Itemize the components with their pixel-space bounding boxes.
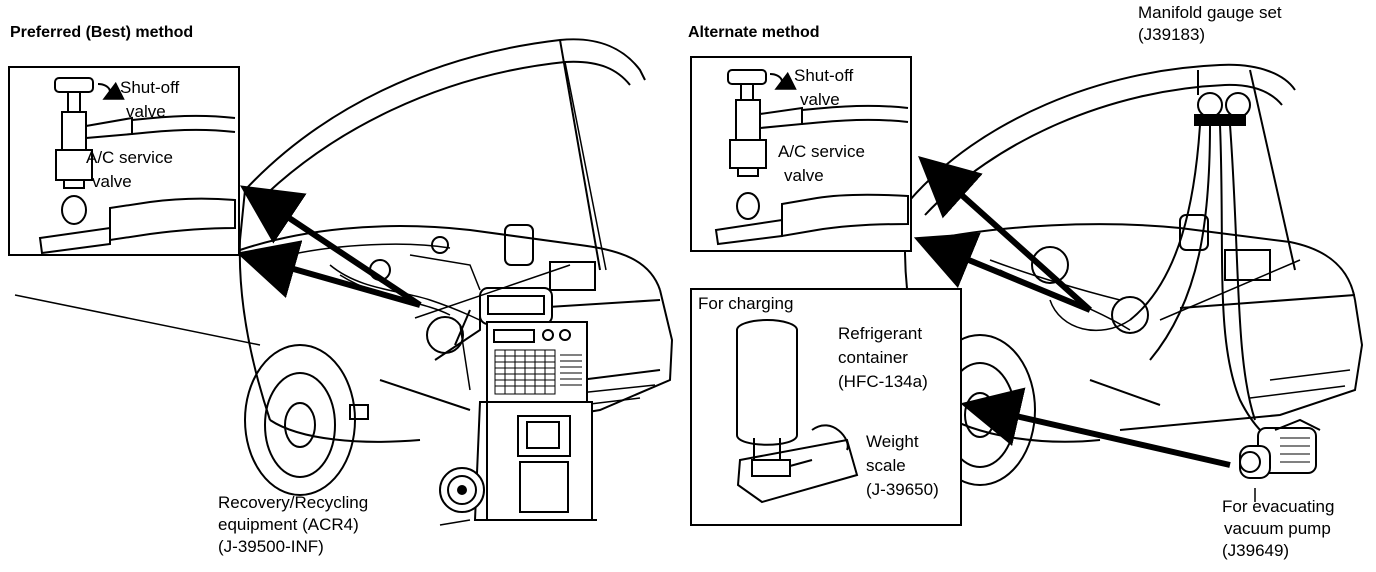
alternate-method-heading: Alternate method <box>688 24 820 41</box>
weight-scale-shape <box>736 438 859 504</box>
right-shutoff-label: Shut-off valve <box>794 66 854 109</box>
right-valve-drawing <box>714 69 909 246</box>
weight-scale-label: Weight scale (J-39650) <box>866 432 939 499</box>
left-shutoff-label: Shut-off valve <box>120 78 180 121</box>
left-valve-knob <box>54 77 94 93</box>
vacuum-pump-label: For evacuating vacuum pump (J39649) <box>1222 497 1335 560</box>
recovery-equipment-label: Recovery/Recycling equipment (ACR4) (J-3… <box>218 493 369 556</box>
manifold-gauge-illustration <box>1050 70 1280 445</box>
refrigerant-container-body <box>736 330 798 446</box>
left-valve-drawing <box>38 77 236 254</box>
charging-inset: For charging Refrigerant container (HFC-… <box>690 288 962 526</box>
recovery-machine-illustration <box>435 288 597 520</box>
right-service-valve-label: A/C service valve <box>778 142 865 185</box>
left-inset-arrows <box>236 185 420 305</box>
charging-title: For charging <box>698 294 794 313</box>
charging-drawing <box>736 319 859 504</box>
right-valve-knob <box>727 69 767 85</box>
left-valve-inset: Shut-off valve A/C service valve <box>8 66 240 256</box>
refrigerant-container-label: Refrigerant container (HFC-134a) <box>838 324 928 391</box>
right-valve-inset: Shut-off valve A/C service valve <box>690 56 912 252</box>
preferred-method-heading: Preferred (Best) method <box>10 24 194 41</box>
vacuum-pump-illustration <box>1240 420 1320 478</box>
manifold-gauge-label: Manifold gauge set (J39183) <box>1138 3 1282 44</box>
right-inset-arrows <box>913 155 1230 465</box>
left-service-valve-label: A/C service valve <box>86 148 173 191</box>
